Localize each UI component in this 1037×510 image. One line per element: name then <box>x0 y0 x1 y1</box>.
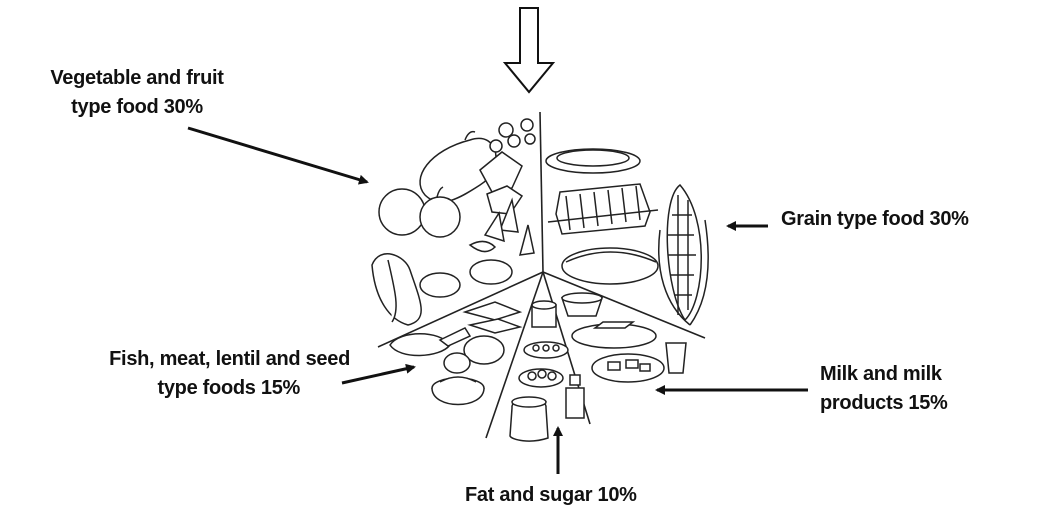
top-hollow-arrow <box>502 7 556 94</box>
pointer-arrows <box>187 126 808 474</box>
label-milk-line2: products 15% <box>820 392 948 414</box>
label-milk: Milk and milk products 15% <box>820 360 948 418</box>
label-fish-meat-line2: type foods 15% <box>157 377 301 399</box>
label-milk-line1: Milk and milk <box>820 363 942 385</box>
arrow-fish <box>341 363 416 385</box>
fat-sugar-illustration <box>509 300 585 442</box>
label-fish-meat-line1: Fish, meat, lentil and seed <box>109 348 350 370</box>
label-fish-meat: Fish, meat, lentil and seed type foods 1… <box>30 345 350 403</box>
label-fat-sugar: Fat and sugar 10% <box>465 481 637 510</box>
label-vegetable-fruit-line2: type food 30% <box>71 96 203 118</box>
fish-meat-illustration <box>389 301 523 406</box>
grain-illustration <box>545 148 709 326</box>
label-vegetable-fruit-line1: Vegetable and fruit <box>50 67 224 89</box>
milk-illustration <box>560 292 687 383</box>
label-fat-sugar-line1: Fat and sugar 10% <box>465 484 637 506</box>
label-vegetable-fruit: Vegetable and fruit type food 30% <box>6 64 268 122</box>
label-grain: Grain type food 30% <box>781 205 969 234</box>
arrow-vegetable <box>187 126 369 185</box>
label-grain-line1: Grain type food 30% <box>781 208 969 230</box>
section-dividers <box>377 111 706 439</box>
vegetable-fruit-illustration <box>371 118 536 326</box>
